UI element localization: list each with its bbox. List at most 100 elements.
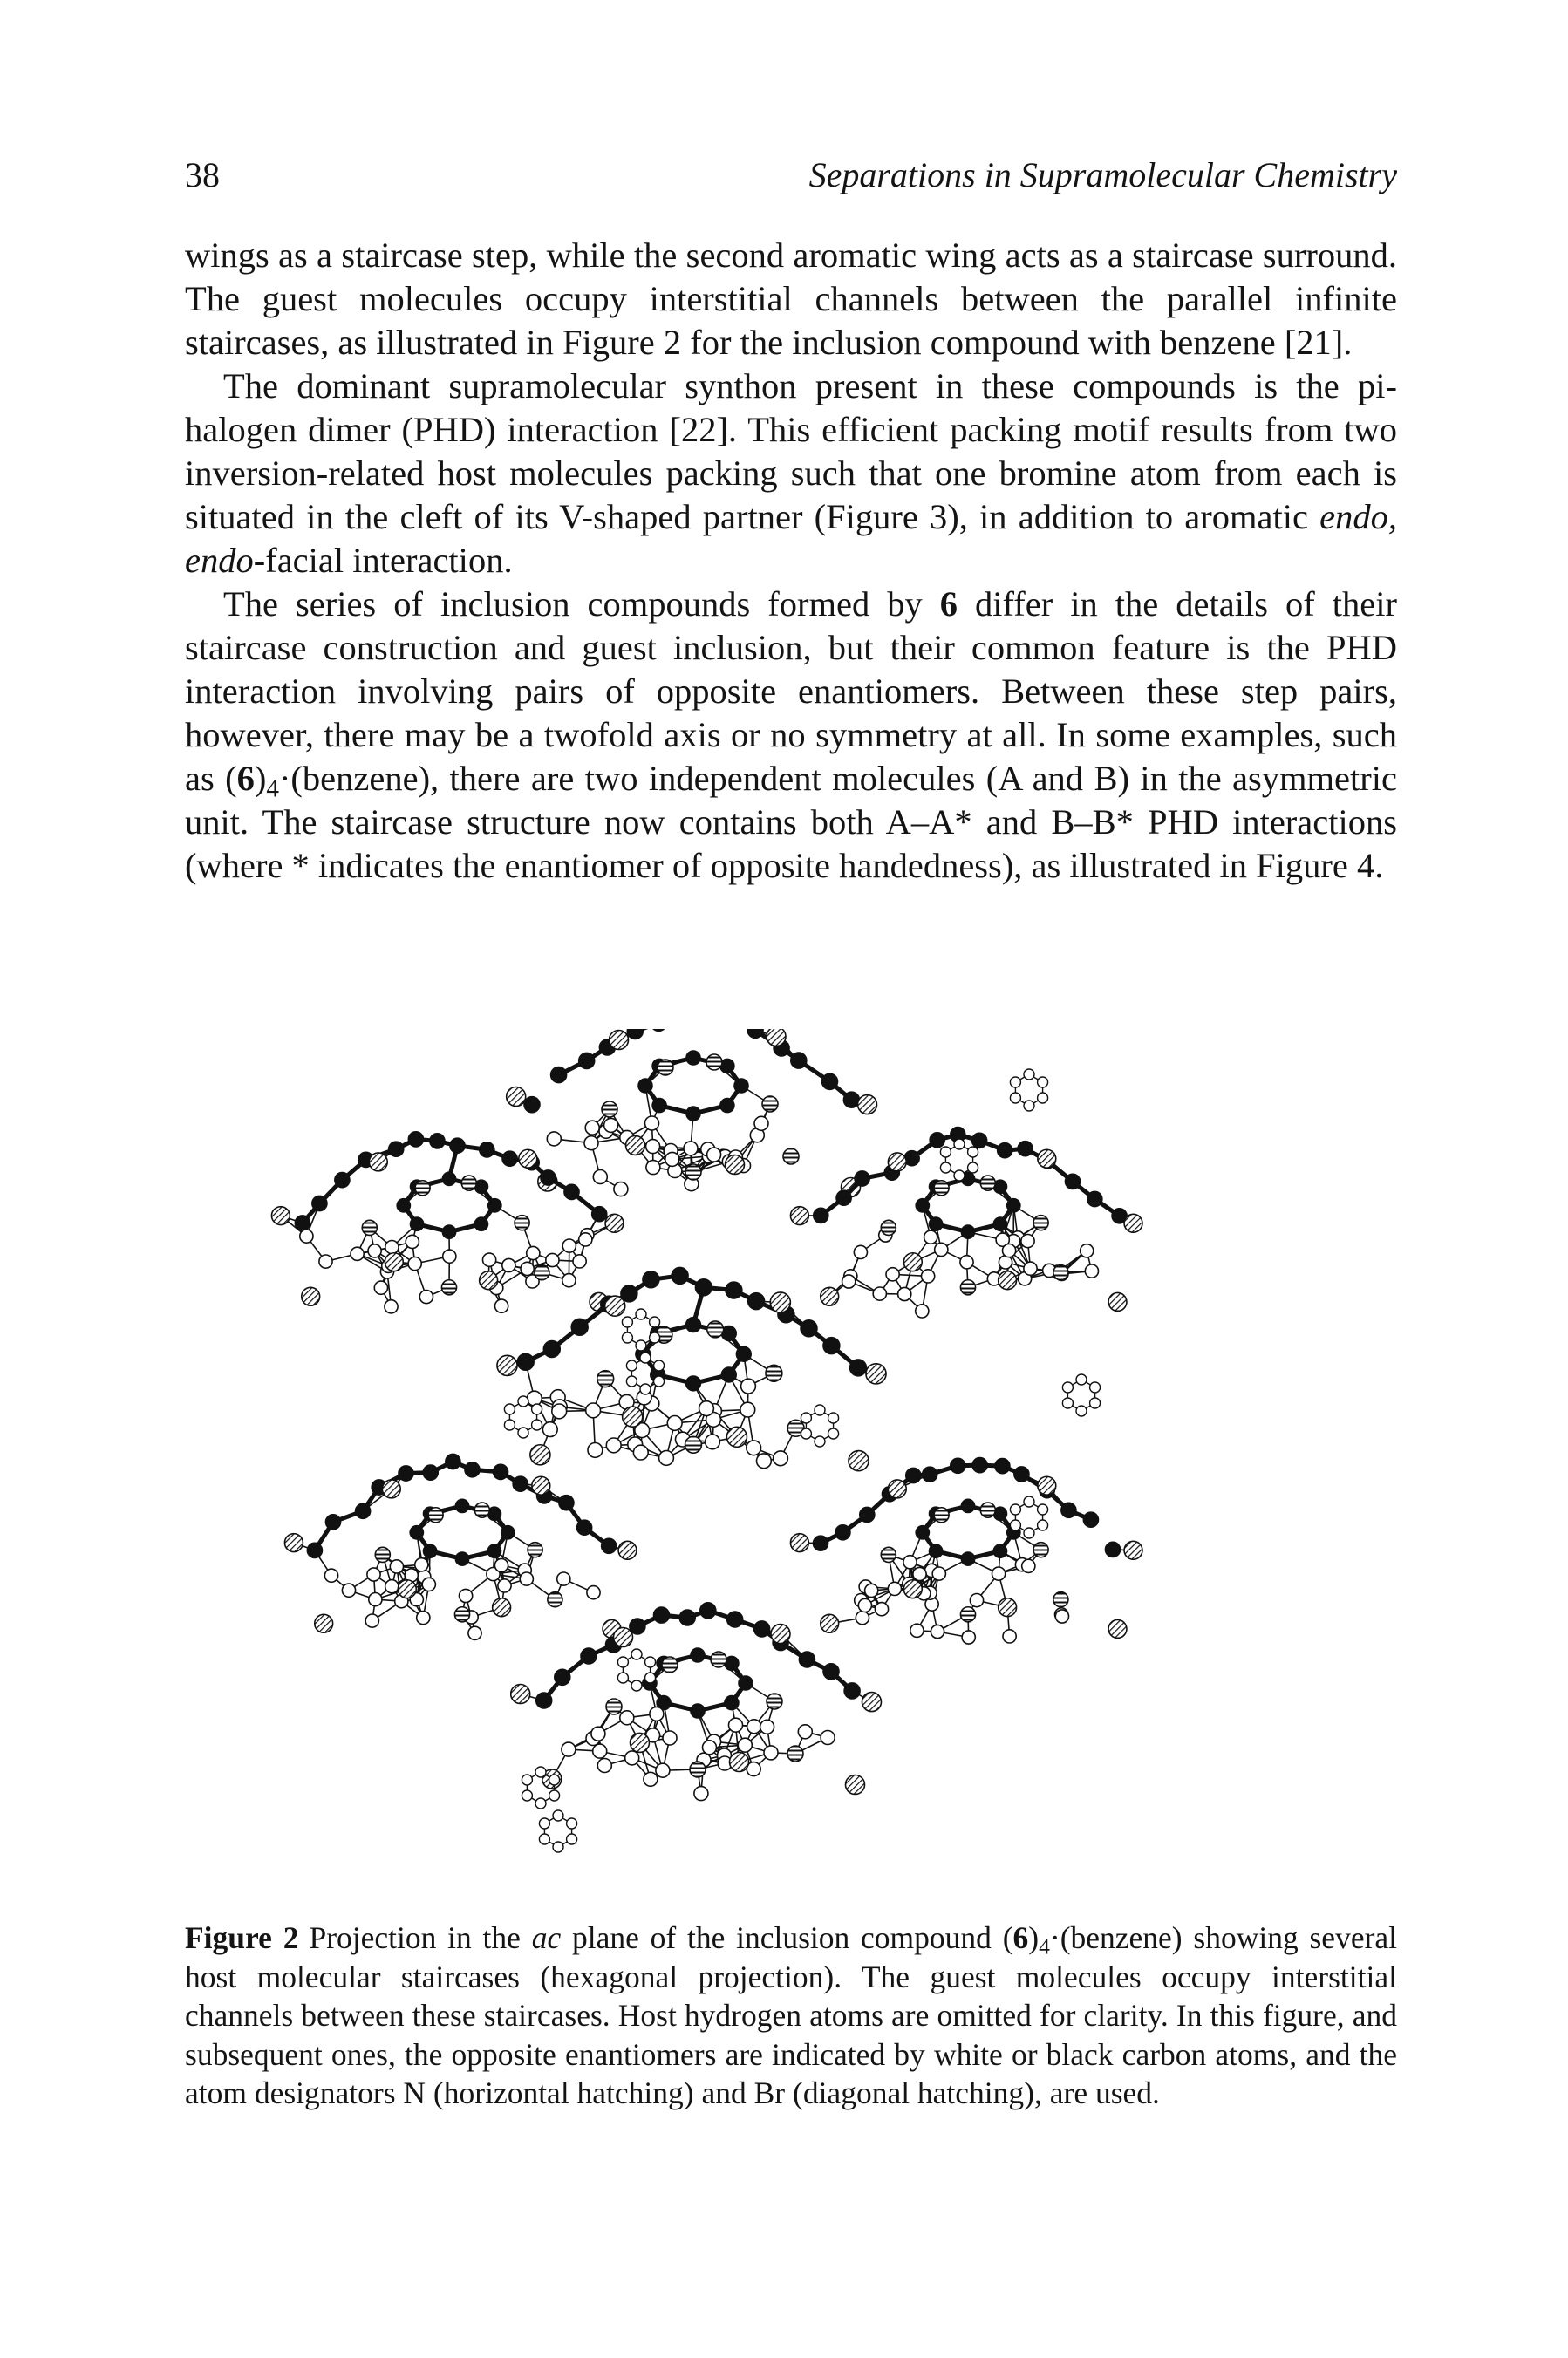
carbon-atom-white (548, 1774, 561, 1786)
carbon-atom-black (422, 1544, 438, 1559)
carbon-atom-white (797, 1723, 814, 1740)
carbon-atom-black (570, 1318, 589, 1337)
bromine-atom (1037, 1475, 1057, 1496)
carbon-atom-white (415, 1610, 431, 1625)
carbon-atom-black (478, 1142, 495, 1158)
carbon-atom-white (350, 1246, 365, 1262)
carbon-atom-white (648, 1316, 661, 1328)
carbon-atom-white (1088, 1397, 1101, 1409)
carbon-atom-black (407, 1131, 425, 1148)
carbon-atom-white (497, 1578, 512, 1593)
crystal-packing-illustration (270, 1029, 1143, 1853)
carbon-atom-black (454, 1551, 470, 1566)
carbon-atom-white (1084, 1264, 1100, 1278)
carbon-atom-white (930, 1624, 945, 1639)
carbon-atom-white (365, 1613, 380, 1628)
carbon-atom-white (584, 1120, 601, 1135)
carbon-atom-white (655, 1762, 671, 1779)
carbon-atom-white (953, 1138, 965, 1150)
carbon-atom-black (487, 1544, 502, 1559)
bromine-atom (903, 1251, 924, 1272)
bromine-atom (629, 1732, 651, 1754)
carbon-atom-black (464, 1461, 481, 1478)
carbon-atom-white (544, 1252, 560, 1268)
carbon-atom-white (384, 1298, 399, 1314)
bromine-atom (887, 1479, 908, 1499)
carbon-atom-white (526, 1390, 542, 1407)
benzene-guest (538, 1809, 578, 1853)
nitrogen-atom (453, 1605, 471, 1623)
carbon-atom-black (1013, 1466, 1030, 1482)
nitrogen-atom (710, 1651, 727, 1668)
carbon-atom-white (683, 1141, 699, 1156)
carbon-atom-black (651, 1097, 667, 1114)
nitrogen-atom (1033, 1541, 1049, 1558)
bromine-atom (529, 1443, 551, 1466)
carbon-atom-white (631, 1680, 643, 1692)
carbon-atom-black (960, 1551, 976, 1566)
carbon-atom-black (789, 1052, 808, 1069)
carbon-atom-white (1075, 1373, 1087, 1386)
paragraph-2-italic-endo-2: endo (185, 541, 254, 580)
bromine-atom (624, 1135, 646, 1156)
carbon-atom-white (631, 1648, 643, 1660)
carbon-atom-white (1075, 1405, 1087, 1417)
bromine-atom (819, 1613, 840, 1634)
bromine-atom (1037, 1148, 1057, 1169)
carbon-atom-white (800, 1428, 813, 1440)
carbon-atom-black (726, 1611, 744, 1628)
carbon-atom-white (367, 1243, 383, 1258)
bromine-atom (478, 1270, 499, 1291)
page-number: 38 (185, 155, 220, 194)
bromine-atom (1108, 1291, 1128, 1312)
carbon-atom-white (737, 1737, 753, 1754)
paragraph-2-tail: -facial interaction. (253, 541, 513, 580)
nitrogen-atom (1033, 1214, 1049, 1231)
carbon-atom-black (535, 1692, 553, 1709)
carbon-atom-white (910, 1623, 924, 1639)
nitrogen-atom (514, 1214, 530, 1231)
carbon-atom-white (520, 1261, 535, 1277)
nitrogen-atom (605, 1698, 623, 1715)
bromine-atom (766, 1029, 787, 1047)
carbon-atom-white (635, 1308, 647, 1320)
host-staircase-cluster (283, 1453, 637, 1641)
carbon-atom-black (492, 1463, 509, 1481)
bromine-atom (844, 1774, 866, 1796)
bromine-atom (368, 1152, 389, 1172)
caption-italic-plane: ac (531, 1920, 562, 1955)
carbon-atom-white (855, 1610, 870, 1625)
carbon-atom-black (800, 1319, 818, 1338)
carbon-atom-black (656, 1694, 672, 1711)
carbon-atom-black (637, 1078, 653, 1094)
carbon-atom-white (1036, 1092, 1049, 1104)
carbon-atom-white (1036, 1519, 1049, 1531)
paragraph-2-text: The dominant supramolecular synthon pres… (185, 366, 1397, 536)
carbon-atom-black (849, 1359, 868, 1377)
figure-2-crystal-structure (262, 1029, 1308, 1884)
bromine-atom (1108, 1619, 1128, 1639)
carbon-atom-black (671, 1266, 689, 1285)
carbon-atom-white (481, 1252, 497, 1268)
nitrogen-atom (601, 1101, 618, 1118)
carbon-atom-white (961, 1630, 977, 1645)
carbon-atom-white (693, 1785, 709, 1802)
carbon-atom-white (603, 1117, 619, 1134)
caption-tail: ·(benzene) showing several host molecula… (185, 1920, 1398, 2110)
carbon-atom-black (1060, 1502, 1077, 1519)
carbon-atom-white (1009, 1092, 1022, 1104)
carbon-atom-black (822, 1336, 841, 1355)
carbon-atom-white (565, 1833, 578, 1845)
carbon-atom-white (639, 1383, 651, 1395)
nitrogen-atom (474, 1502, 491, 1518)
compound-number: 6 (1012, 1920, 1029, 1955)
carbon-atom-white (551, 1403, 568, 1420)
carbon-atom-white (1001, 1243, 1017, 1258)
bromine-atom (283, 1532, 304, 1553)
carbon-atom-white (931, 1566, 947, 1581)
carbon-atom-white (1020, 1233, 1035, 1249)
bromine-atom (604, 1213, 624, 1234)
running-title: Separations in Supramolecular Chemistry (808, 155, 1397, 194)
carbon-atom-white (458, 1588, 474, 1604)
carbon-atom-white (763, 1745, 779, 1761)
